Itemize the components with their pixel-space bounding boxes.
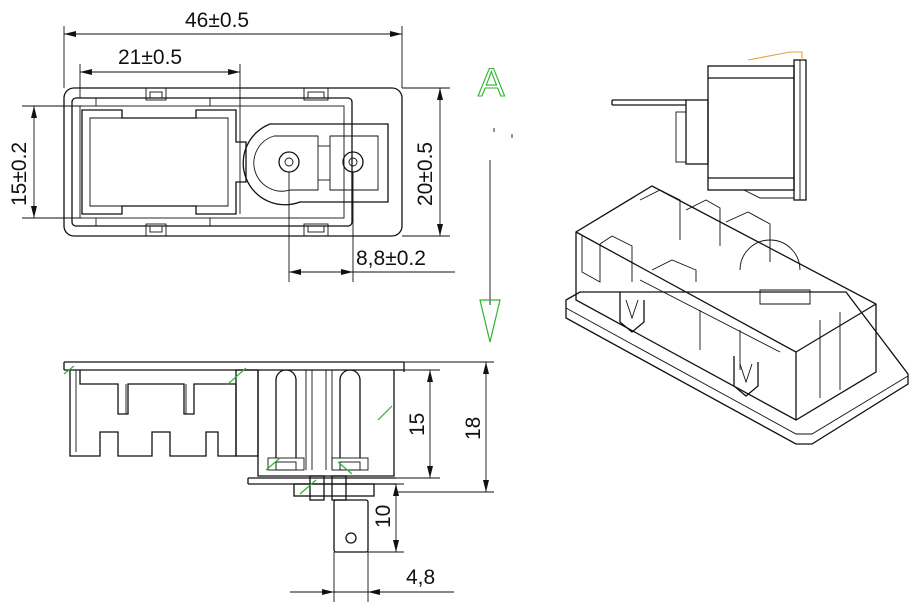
dim-terminal-length: 10 (372, 505, 395, 528)
view-arrow-a: A (477, 60, 513, 343)
side-profile-view (611, 51, 807, 201)
view-label-a: A (478, 61, 505, 105)
top-view-dimensions: 46±0.5 21±0.5 15±0.2 20±0.5 8,8±0.2 (8, 9, 455, 282)
dim-inner-width: 21±0.5 (118, 46, 182, 69)
dim-left-height: 15±0.2 (8, 142, 31, 206)
dim-total-depth: 18 (462, 417, 485, 440)
dim-right-height: 20±0.5 (414, 142, 437, 206)
dim-pin-spacing: 8,8±0.2 (356, 247, 426, 270)
dim-body-depth: 15 (406, 413, 429, 436)
dim-overall-width: 46±0.5 (185, 9, 249, 32)
dim-terminal-width: 4,8 (406, 566, 435, 589)
side-view (63, 361, 405, 553)
top-view (63, 87, 403, 237)
isometric-view (565, 185, 909, 445)
side-view-dimensions: 15 18 10 4,8 (290, 361, 494, 602)
